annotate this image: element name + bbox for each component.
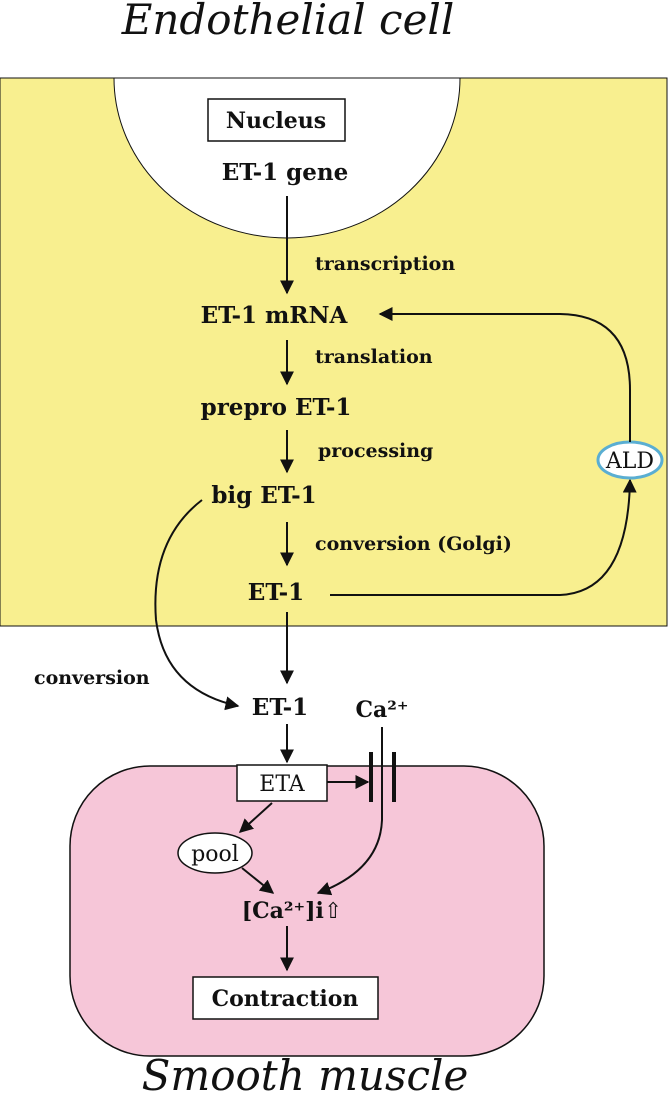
eta-receptor-box (236, 764, 328, 802)
contraction-label: Contraction (212, 986, 359, 1012)
nucleus-box (207, 98, 346, 142)
smooth-muscle-title: Smooth muscle (142, 1051, 469, 1100)
eta-to-pool-arrow (238, 802, 273, 833)
endothelial-cell-title: Endothelial cell (121, 0, 455, 44)
et1-gene-label: ET-1 gene (222, 159, 348, 186)
et1-cell-label: ET-1 (248, 579, 304, 606)
calcium-pool-node (177, 832, 253, 874)
nucleus-label: Nucleus (226, 108, 326, 134)
contraction-box (192, 976, 379, 1020)
extracellular-conversion-arrow (154, 499, 240, 711)
extracellular-calcium-label: Ca²⁺ (355, 697, 408, 723)
processing-label: processing (318, 440, 433, 462)
ald-label: ALD (605, 449, 654, 474)
eta-receptor-label: ETA (259, 772, 306, 797)
ald-to-mrna-arrow (378, 307, 631, 442)
conversion-golgi-label: conversion (Golgi) (315, 533, 512, 555)
big-et1-label: big ET-1 (211, 482, 316, 509)
translation-label: translation (315, 346, 433, 368)
intracellular-calcium-label: [Ca²⁺]i⇧ (242, 898, 343, 924)
calcium-pool-label: pool (191, 842, 239, 867)
extracellular-conversion-label: conversion (34, 667, 150, 689)
transcription-label: transcription (315, 253, 455, 275)
et1-mrna-label: ET-1 mRNA (201, 302, 349, 329)
et1-extracellular-label: ET-1 (252, 694, 308, 721)
pool-release-arrow (241, 867, 275, 894)
et1-to-ald-arrow (330, 478, 637, 596)
calcium-influx-arrow (316, 727, 383, 896)
prepro-et1-label: prepro ET-1 (201, 394, 352, 421)
nucleus-region (113, 77, 461, 239)
